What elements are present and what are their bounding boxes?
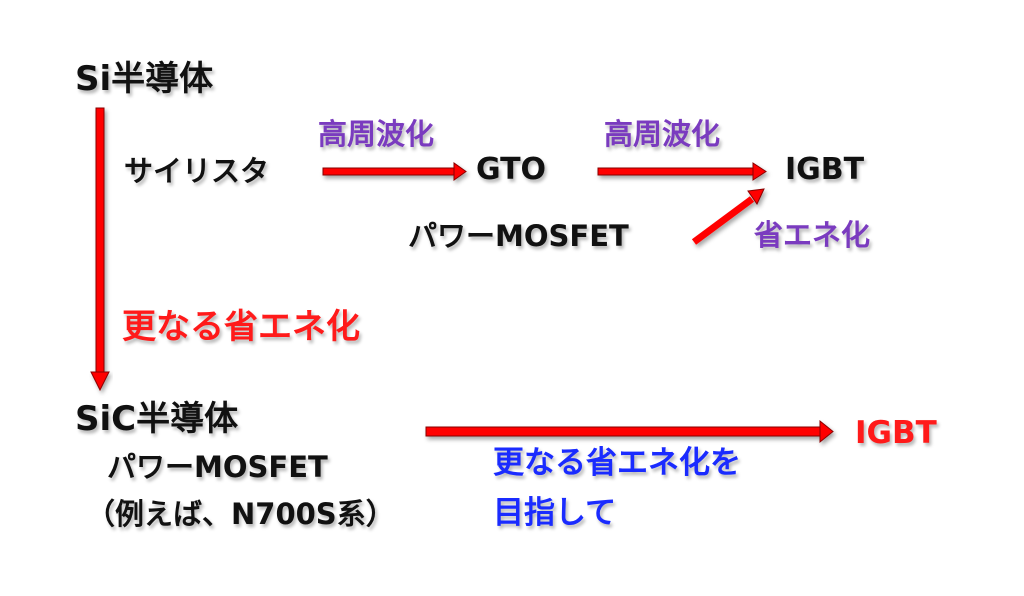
arrow-mosfet-to-igbt — [691, 188, 765, 245]
arrow-thyristor-to-gto — [322, 162, 467, 181]
igbt-label-top: IGBT — [785, 152, 865, 187]
thyristor-label: サイリスタ — [124, 154, 270, 188]
gto-label: GTO — [476, 152, 547, 187]
power-mosfet-label-bottom: パワーMOSFET — [107, 450, 328, 484]
power-mosfet-label-top: パワーMOSFET — [408, 219, 629, 253]
sic-semiconductor-title: SiC半導体 — [75, 399, 239, 439]
si-semiconductor-title: Si半導体 — [75, 59, 214, 99]
igbt-label-bottom: IGBT — [855, 415, 937, 451]
arrow-gto-to-igbt — [597, 162, 767, 181]
energy-saving-label: 省エネ化 — [754, 218, 871, 252]
high-frequency-label-2: 高周波化 — [604, 117, 721, 151]
goal-line-1: 更なる省エネ化を — [493, 445, 741, 481]
high-frequency-label-1: 高周波化 — [318, 117, 435, 151]
arrow-sic-to-igbt — [425, 419, 834, 444]
example-n700s-label: （例えば、N700S系） — [86, 497, 395, 531]
goal-line-2: 目指して — [493, 495, 617, 531]
arrow-si-to-sic — [90, 107, 110, 392]
more-energy-saving-label: 更なる省エネ化 — [122, 307, 360, 347]
